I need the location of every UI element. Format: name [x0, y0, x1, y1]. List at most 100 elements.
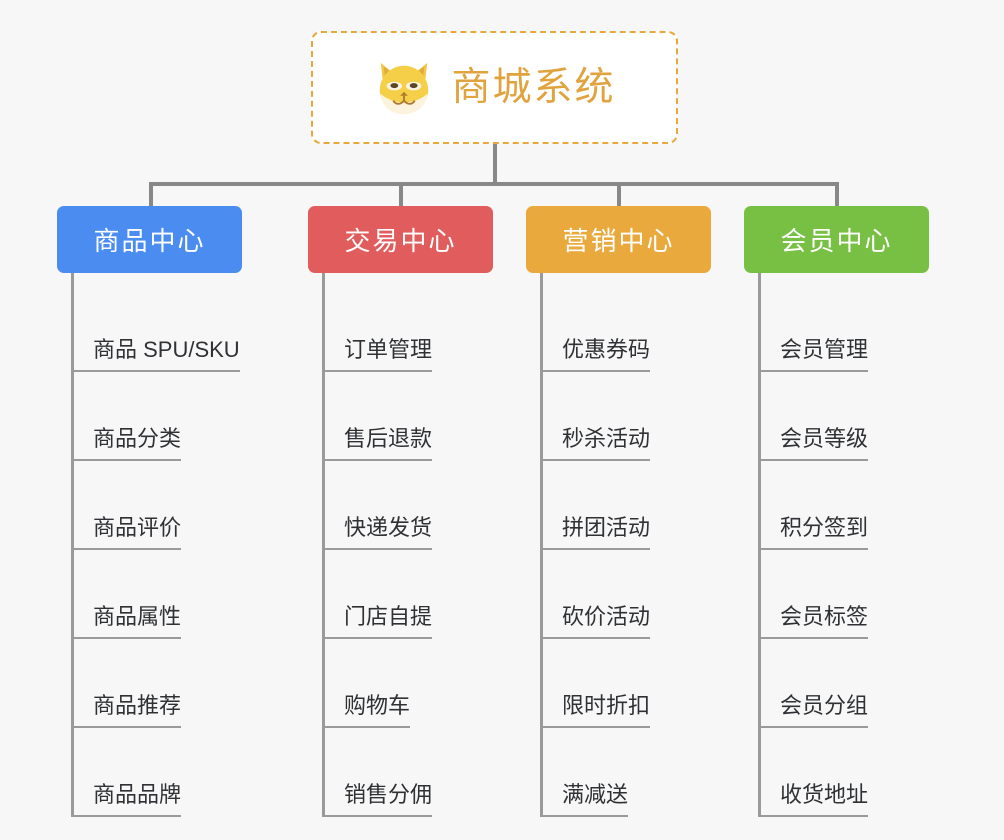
- leaf-item-underline: [71, 726, 182, 728]
- leaf-item-underline: [322, 726, 411, 728]
- leaf-item[interactable]: 快递发货: [322, 461, 493, 550]
- leaf-item-underline: [322, 370, 433, 372]
- leaf-item[interactable]: 会员标签: [758, 550, 929, 639]
- leaf-item-label: 满减送: [562, 782, 629, 807]
- leaf-item[interactable]: 售后退款: [322, 372, 493, 461]
- branch-header-label: 会员中心: [780, 226, 893, 256]
- branch-trunk-line: [540, 273, 543, 817]
- leaf-item-label: 优惠券码: [562, 337, 651, 362]
- leaf-item-label: 订单管理: [344, 337, 433, 362]
- leaf-item-label: 售后退款: [344, 426, 433, 451]
- connector-drop-2: [399, 182, 403, 206]
- branch-items-member-center: 会员管理会员等级积分签到会员标签会员分组收货地址: [758, 273, 929, 817]
- leaf-item-label: 购物车: [344, 693, 411, 718]
- leaf-item-label: 商品品牌: [93, 782, 182, 807]
- leaf-item-underline: [758, 459, 869, 461]
- leaf-item[interactable]: 会员分组: [758, 639, 929, 728]
- leaf-item-underline: [540, 459, 651, 461]
- branch-column-1: 商品中心商品 SPU/SKU 商品分类商品评价商品属性商品推荐商品品牌: [57, 206, 242, 817]
- leaf-item[interactable]: 订单管理: [322, 283, 493, 372]
- leaf-item-label: 销售分佣: [344, 782, 433, 807]
- branch-trunk-line: [71, 273, 74, 817]
- leaf-item-label: 商品 SPU/SKU: [93, 337, 240, 362]
- connector-root-stem: [493, 144, 497, 184]
- branch-header-label: 商品中心: [93, 226, 206, 256]
- leaf-item-label: 收货地址: [780, 782, 869, 807]
- shiba-dog-emoji: [373, 59, 435, 117]
- leaf-item-label: 限时折扣: [562, 693, 651, 718]
- root-node[interactable]: 商城系统: [311, 31, 678, 144]
- leaf-item[interactable]: 销售分佣: [322, 728, 493, 817]
- branch-header-product-center[interactable]: 商品中心: [57, 206, 242, 273]
- leaf-item-label: 商品属性: [93, 604, 182, 629]
- branch-items-product-center: 商品 SPU/SKU 商品分类商品评价商品属性商品推荐商品品牌: [71, 273, 242, 817]
- leaf-item-underline: [540, 726, 651, 728]
- leaf-item-underline: [322, 637, 433, 639]
- leaf-item-label: 秒杀活动: [562, 426, 651, 451]
- leaf-item-label: 积分签到: [780, 515, 869, 540]
- connector-drop-3: [617, 182, 621, 206]
- branch-header-marketing-center[interactable]: 营销中心: [526, 206, 711, 273]
- leaf-item-underline: [540, 370, 651, 372]
- leaf-item-label: 商品推荐: [93, 693, 182, 718]
- leaf-item[interactable]: 拼团活动: [540, 461, 711, 550]
- branch-header-label: 营销中心: [562, 226, 675, 256]
- leaf-item[interactable]: 商品评价: [71, 461, 242, 550]
- leaf-item[interactable]: 收货地址: [758, 728, 929, 817]
- leaf-item[interactable]: 会员管理: [758, 283, 929, 372]
- connector-horizontal-bus: [149, 182, 839, 186]
- leaf-item-label: 会员分组: [780, 693, 869, 718]
- leaf-item-label: 拼团活动: [562, 515, 651, 540]
- leaf-item-label: 砍价活动: [562, 604, 651, 629]
- leaf-item-label: 快递发货: [344, 515, 433, 540]
- leaf-item-label: 会员等级: [780, 426, 869, 451]
- leaf-item-underline: [758, 637, 869, 639]
- branch-column-2: 交易中心订单管理售后退款快递发货门店自提购物车销售分佣: [308, 206, 493, 817]
- leaf-item[interactable]: 商品品牌: [71, 728, 242, 817]
- leaf-item-underline: [71, 637, 182, 639]
- branch-items-trade-center: 订单管理售后退款快递发货门店自提购物车销售分佣: [322, 273, 493, 817]
- leaf-item-underline: [540, 637, 651, 639]
- leaf-item[interactable]: 砍价活动: [540, 550, 711, 639]
- branch-trunk-line: [322, 273, 325, 817]
- connector-drop-4: [835, 182, 839, 206]
- leaf-item-label: 会员标签: [780, 604, 869, 629]
- leaf-item[interactable]: 会员等级: [758, 372, 929, 461]
- branch-header-label: 交易中心: [344, 226, 457, 256]
- connector-drop-1: [149, 182, 153, 206]
- leaf-item-underline: [322, 548, 433, 550]
- leaf-item-underline: [758, 370, 869, 372]
- leaf-item[interactable]: 商品 SPU/SKU: [71, 283, 242, 372]
- leaf-item[interactable]: 积分签到: [758, 461, 929, 550]
- branch-header-member-center[interactable]: 会员中心: [744, 206, 929, 273]
- leaf-item[interactable]: 商品属性: [71, 550, 242, 639]
- leaf-item-label: 门店自提: [344, 604, 433, 629]
- leaf-item[interactable]: 秒杀活动: [540, 372, 711, 461]
- leaf-item-underline: [322, 815, 433, 817]
- leaf-item-underline: [322, 459, 433, 461]
- leaf-item-underline: [71, 548, 182, 550]
- leaf-item[interactable]: 限时折扣: [540, 639, 711, 728]
- root-title: 商城系统: [451, 66, 616, 109]
- leaf-item-underline: [758, 815, 869, 817]
- leaf-item[interactable]: 优惠券码: [540, 283, 711, 372]
- leaf-item-underline: [540, 815, 629, 817]
- leaf-item-underline: [71, 459, 182, 461]
- branch-trunk-line: [758, 273, 761, 817]
- leaf-item[interactable]: 门店自提: [322, 550, 493, 639]
- leaf-item[interactable]: 商品推荐: [71, 639, 242, 728]
- branch-header-trade-center[interactable]: 交易中心: [308, 206, 493, 273]
- leaf-item[interactable]: 满减送: [540, 728, 711, 817]
- leaf-item[interactable]: 商品分类: [71, 372, 242, 461]
- branch-column-4: 会员中心会员管理会员等级积分签到会员标签会员分组收货地址: [744, 206, 929, 817]
- branch-items-marketing-center: 优惠券码秒杀活动拼团活动砍价活动限时折扣满减送: [540, 273, 711, 817]
- leaf-item-label: 会员管理: [780, 337, 869, 362]
- leaf-item-label: 商品分类: [93, 426, 182, 451]
- leaf-item-underline: [758, 548, 869, 550]
- leaf-item-underline: [540, 548, 651, 550]
- leaf-item[interactable]: 购物车: [322, 639, 493, 728]
- branch-column-3: 营销中心优惠券码秒杀活动拼团活动砍价活动限时折扣满减送: [526, 206, 711, 817]
- leaf-item-underline: [71, 815, 182, 817]
- leaf-item-label: 商品评价: [93, 515, 182, 540]
